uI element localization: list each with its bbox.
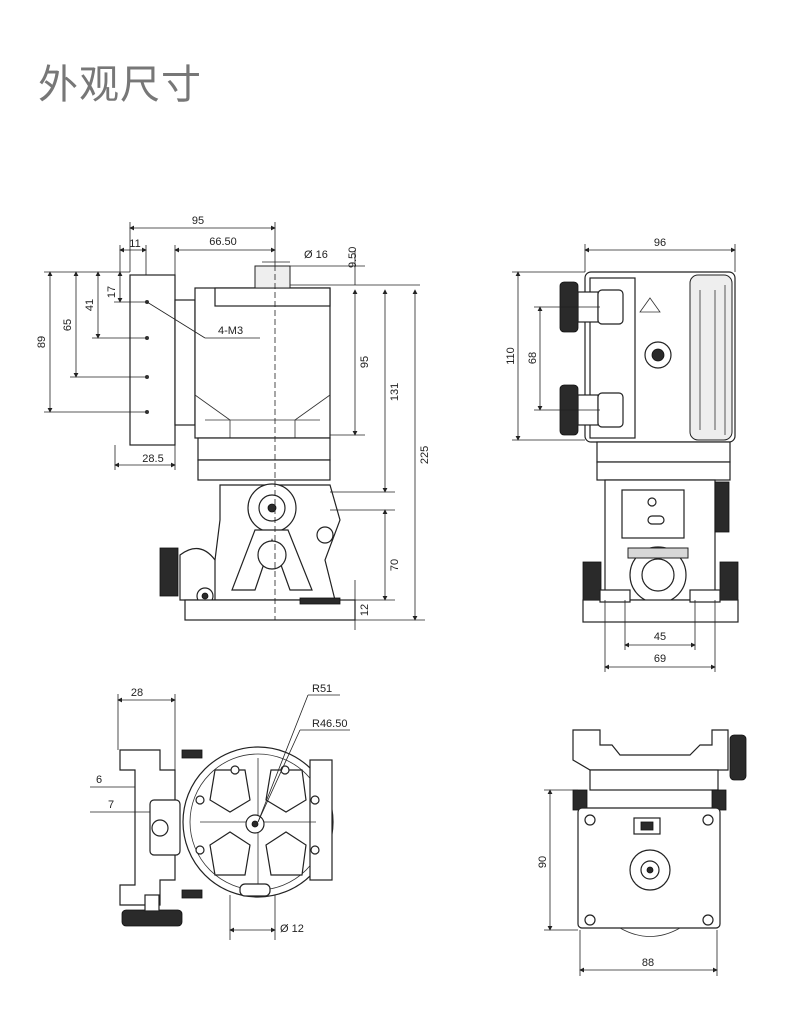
- side-main-body: [194, 287, 331, 439]
- dim-6: 6: [96, 774, 102, 786]
- side-view: [44, 222, 425, 630]
- dim-95-side: 95: [359, 356, 371, 368]
- dim-65: 65: [62, 319, 74, 331]
- page-title: 外观尺寸: [38, 62, 202, 108]
- dim-17: 17: [106, 286, 118, 298]
- dim-28: 28: [131, 687, 143, 699]
- side-mount-plate: [129, 274, 176, 446]
- dim-225: 225: [419, 446, 431, 464]
- dim-88: 88: [642, 957, 654, 969]
- dim-66-50: 66.50: [209, 236, 237, 248]
- dim-89: 89: [36, 336, 48, 348]
- dim-28-5: 28.5: [142, 453, 163, 465]
- dim-69: 69: [654, 653, 666, 665]
- dim-dia-16: Ø 16: [304, 249, 328, 261]
- top-view: [90, 694, 350, 940]
- dim-90: 90: [537, 856, 549, 868]
- dim-68: 68: [527, 352, 539, 364]
- dim-70: 70: [389, 559, 401, 571]
- dim-12-side: 12: [359, 604, 371, 616]
- dim-41: 41: [84, 299, 96, 311]
- dim-45: 45: [654, 631, 666, 643]
- label-4-m3: 4-M3: [218, 325, 243, 337]
- dim-dia-12: Ø 12: [280, 923, 304, 935]
- dim-95-top: 95: [192, 215, 204, 227]
- dim-96: 96: [654, 237, 666, 249]
- dim-r46-50: R46.50: [312, 718, 347, 730]
- rear-view: [544, 729, 747, 976]
- dim-131: 131: [389, 383, 401, 401]
- front-view: [512, 244, 739, 672]
- dim-r51: R51: [312, 683, 332, 695]
- dim-11: 11: [129, 238, 140, 250]
- dim-7: 7: [108, 799, 114, 811]
- dim-9-50: 9.50: [347, 247, 359, 268]
- dim-110: 110: [505, 347, 517, 365]
